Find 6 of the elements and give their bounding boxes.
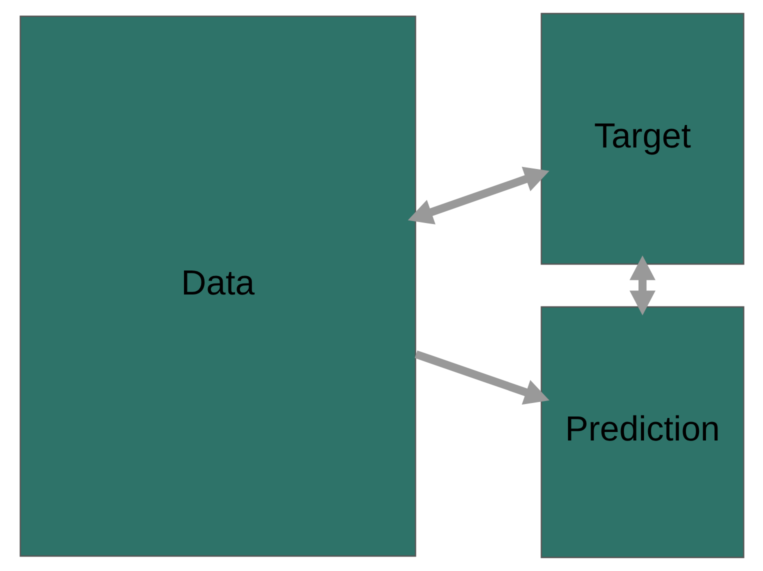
arrow — [414, 350, 549, 405]
arrow — [407, 166, 549, 224]
node-box: Target — [540, 12, 744, 265]
arrow — [629, 255, 655, 316]
node-box: Data — [19, 16, 416, 557]
node-box: Prediction — [540, 306, 744, 558]
